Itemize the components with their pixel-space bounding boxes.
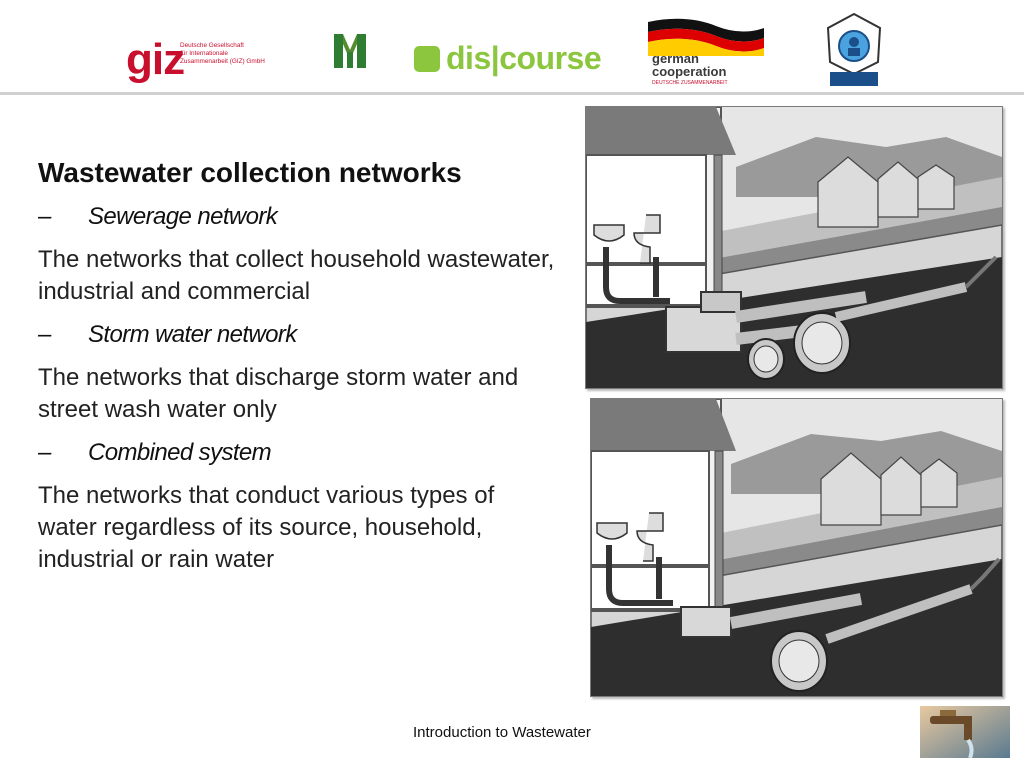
bullet-combined: – Combined system: [38, 438, 558, 468]
german-cooperation-logo: german cooperation DEUTSCHE ZUSAMMENARBE…: [646, 16, 766, 86]
german-flag-icon: [648, 18, 764, 56]
footer-label: Introduction to Wastewater: [413, 724, 591, 741]
combined-system-illustration: [590, 398, 1003, 697]
german-cooperation-text: german cooperation: [652, 51, 727, 79]
discourse-wordmark: dis|course: [446, 40, 602, 76]
m-logo: [332, 32, 368, 75]
kenya-emblem-icon: [826, 12, 882, 86]
m-mark-icon: [334, 34, 366, 68]
slide-text: Wastewater collection networks – Sewerage…: [38, 154, 558, 588]
slide-title: Wastewater collection networks: [38, 157, 462, 188]
dash: –: [38, 203, 51, 230]
bullet-heading: Combined system: [88, 439, 272, 466]
dash: –: [38, 321, 51, 348]
kenya-emblem-logo: [824, 12, 884, 93]
german-cooperation-subtext: DEUTSCHE ZUSAMMENARBEIT: [652, 80, 728, 86]
paragraph-sewerage: The networks that collect household wast…: [38, 246, 555, 305]
paragraph-storm-water: The networks that discharge storm water …: [38, 364, 519, 423]
water-tap-icon: [920, 706, 1010, 759]
bullet-heading: Storm water network: [88, 321, 297, 348]
giz-subtext: Deutsche Gesellschaft für Internationale…: [180, 42, 265, 65]
separate-system-illustration: [585, 106, 1003, 389]
dash: –: [38, 439, 51, 466]
discourse-square-icon: [414, 46, 440, 72]
bullet-storm-water: – Storm water network: [38, 320, 558, 350]
bullet-sewerage: – Sewerage network: [38, 202, 558, 232]
logo-header: giz Deutsche Gesellschaft für Internatio…: [0, 0, 1024, 95]
separate-sewer-diagram: [585, 106, 1003, 388]
water-tap-thumbnail: [920, 706, 1010, 759]
giz-wordmark: giz: [126, 35, 185, 84]
bullet-heading: Sewerage network: [88, 203, 278, 230]
paragraph-combined: The networks that conduct various types …: [38, 482, 495, 573]
combined-sewer-diagram: [590, 398, 1003, 696]
